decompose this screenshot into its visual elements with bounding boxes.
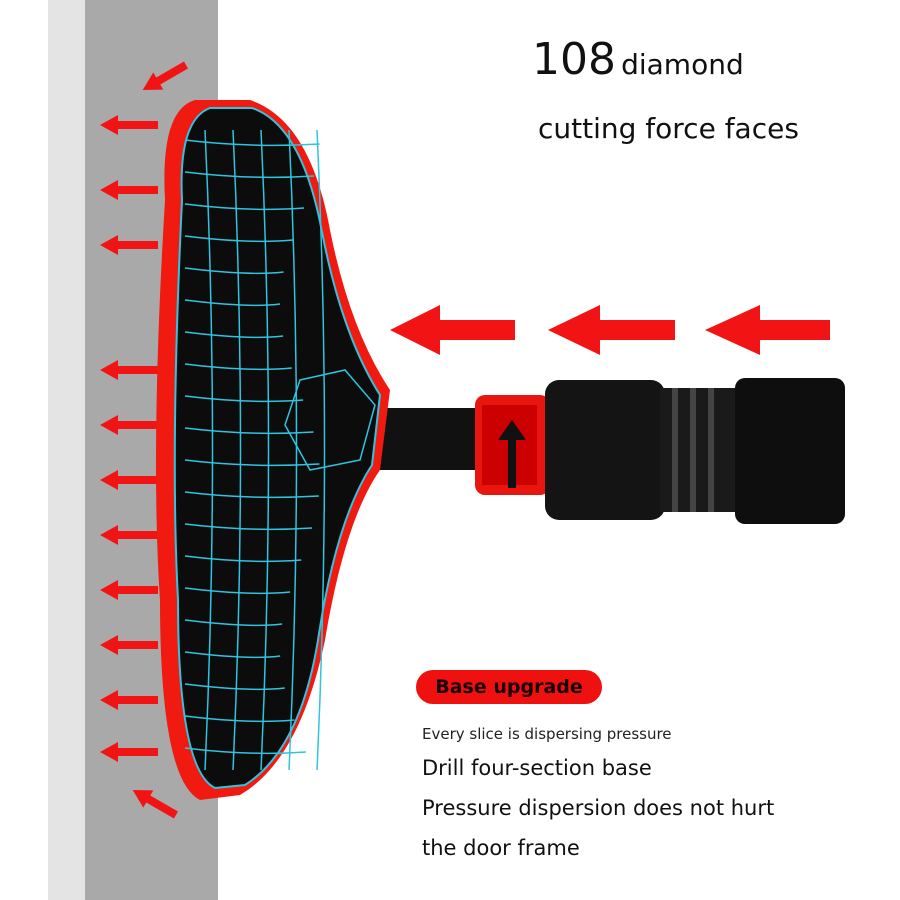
push-arrow-icon: [548, 305, 675, 355]
rod: [370, 378, 845, 524]
pressure-arrow-icon: [100, 115, 158, 135]
feature-line-3: the door frame: [422, 836, 580, 860]
pressure-arrow-icon: [100, 742, 158, 762]
pressure-arrow-icon: [132, 790, 178, 819]
push-arrow-icon: [705, 305, 830, 355]
door-frame-edge: [48, 0, 85, 900]
pressure-arrow-icon: [142, 61, 188, 90]
pressure-arrow-icon: [100, 180, 158, 200]
pressure-arrow-icon: [100, 470, 158, 490]
base-upgrade-badge: Base upgrade: [416, 670, 602, 704]
pressure-arrow-icon: [100, 635, 158, 655]
feature-line-2: Pressure dispersion does not hurt: [422, 796, 775, 820]
pressure-arrow-icon: [100, 360, 158, 380]
subtitle: Every slice is dispersing pressure: [422, 725, 672, 743]
pressure-arrow-icon: [100, 525, 158, 545]
headline-number: 108: [532, 34, 616, 85]
rotate-arrow-icon: [498, 420, 526, 488]
headline-word: diamond: [621, 48, 744, 81]
headline-line-1: 108 diamond: [532, 34, 744, 85]
pressure-arrows: [100, 61, 188, 819]
feature-line-1: Drill four-section base: [422, 756, 652, 780]
headline-line-2: cutting force faces: [538, 112, 799, 145]
big-arrows: [390, 305, 830, 355]
suction-base: [156, 100, 390, 800]
push-arrow-icon: [390, 305, 515, 355]
pressure-arrow-icon: [100, 690, 158, 710]
pressure-arrow-icon: [100, 580, 158, 600]
pressure-arrow-icon: [100, 415, 158, 435]
pressure-arrow-icon: [100, 235, 158, 255]
